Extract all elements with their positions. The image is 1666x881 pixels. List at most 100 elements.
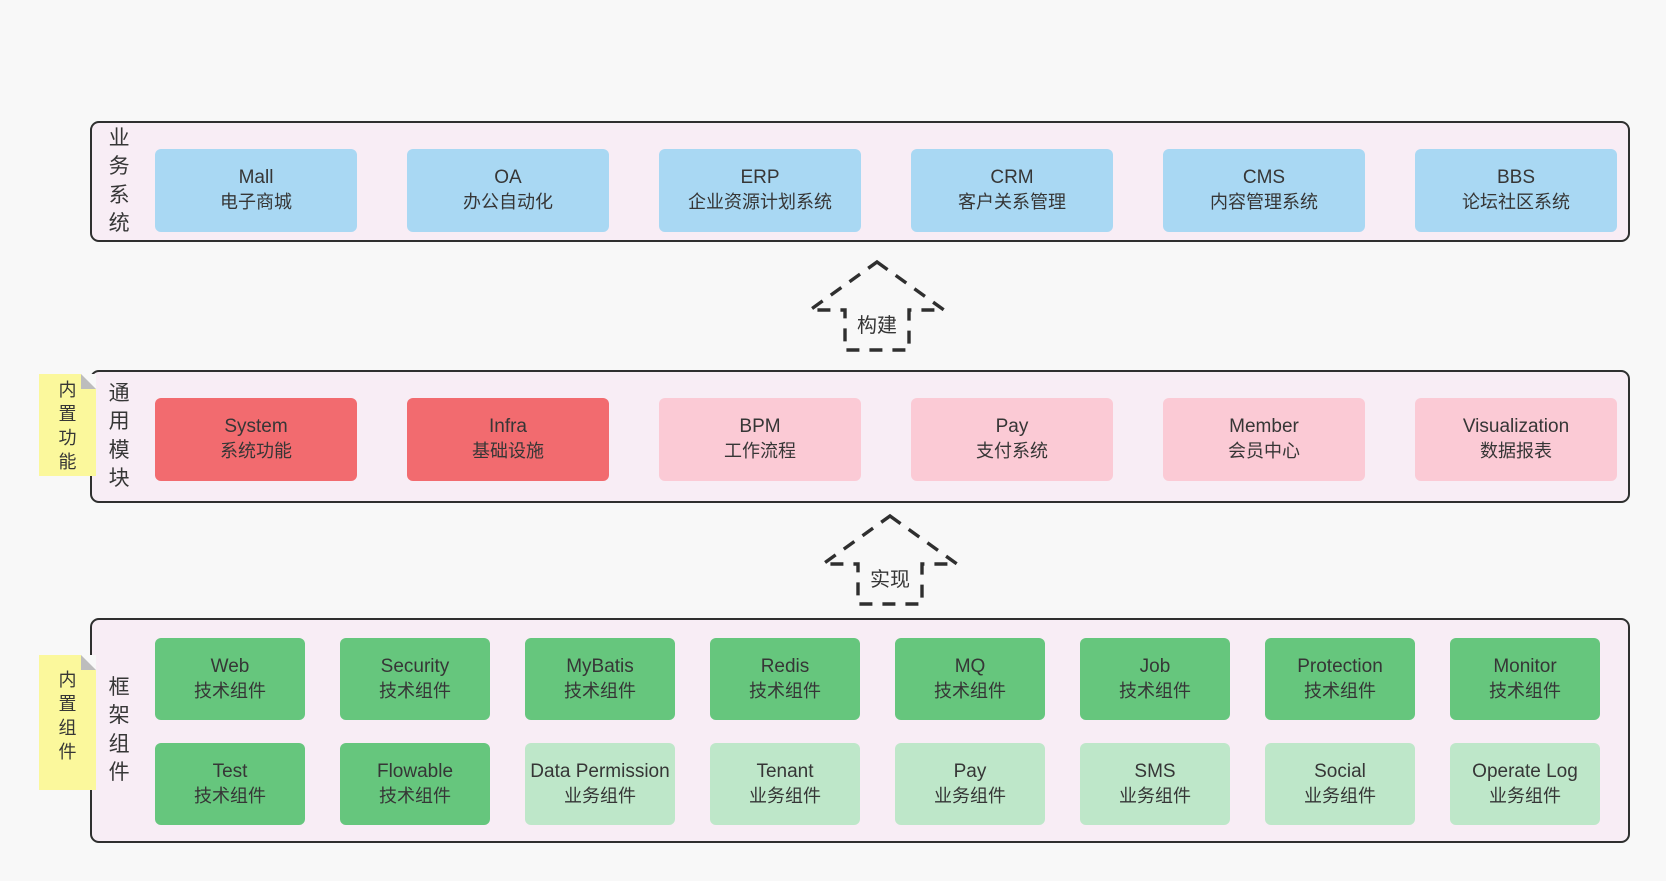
box-subtitle: 数据报表 xyxy=(1480,441,1552,462)
box-title: Member xyxy=(1229,416,1299,438)
up-arrow-icon xyxy=(817,513,963,606)
box-flowable: Flowable 技术组件 xyxy=(340,743,490,825)
box-title: Redis xyxy=(760,655,810,677)
layer-framework-components: 内置组件 框架组件 Web 技术组件 Security 技术组件 MyBatis… xyxy=(39,618,1630,843)
box-bbs: BBS 论坛社区系统 xyxy=(1415,149,1617,232)
box-title: MQ xyxy=(954,655,986,677)
box-security: Security 技术组件 xyxy=(340,638,490,720)
box-sms: SMS 业务组件 xyxy=(1080,743,1230,825)
box-member: Member 会员中心 xyxy=(1163,398,1365,481)
business-systems-box-row: Mall 电子商城 OA 办公自动化 ERP 企业资源计划系统 CRM 客户关系… xyxy=(155,149,1617,232)
box-redis: Redis 技术组件 xyxy=(710,638,860,720)
box-title: MyBatis xyxy=(566,655,634,677)
box-subtitle: 技术组件 xyxy=(379,785,451,806)
box-subtitle: 业务组件 xyxy=(749,785,821,806)
layer-label-framework-components: 框架组件 xyxy=(108,675,130,785)
box-title: Test xyxy=(212,760,248,782)
box-title: Operate Log xyxy=(1472,760,1578,782)
box-title: Protection xyxy=(1297,655,1383,677)
box-system: System 系统功能 xyxy=(155,398,357,481)
box-title: CRM xyxy=(990,167,1034,189)
box-subtitle: 业务组件 xyxy=(934,785,1006,806)
box-title: Tenant xyxy=(756,760,814,782)
box-oa: OA 办公自动化 xyxy=(407,149,609,232)
box-subtitle: 技术组件 xyxy=(1119,680,1191,701)
box-web: Web 技术组件 xyxy=(155,638,305,720)
box-mall: Mall 电子商城 xyxy=(155,149,357,232)
box-mybatis: MyBatis 技术组件 xyxy=(525,638,675,720)
box-subtitle: 支付系统 xyxy=(976,441,1048,462)
build-arrow: 构建 xyxy=(802,258,952,354)
sticky-note-builtin-components: 内置组件 xyxy=(39,655,96,790)
box-tenant: Tenant 业务组件 xyxy=(710,743,860,825)
box-infra: Infra 基础设施 xyxy=(407,398,609,481)
common-modules-box-row: System 系统功能 Infra 基础设施 BPM 工作流程 Pay 支付系统… xyxy=(155,398,1617,481)
box-title: Security xyxy=(380,655,450,677)
box-subtitle: 基础设施 xyxy=(472,441,544,462)
implement-arrow-label: 实现 xyxy=(867,563,913,592)
box-title: Web xyxy=(210,655,250,677)
box-subtitle: 论坛社区系统 xyxy=(1462,192,1570,213)
box-subtitle: 业务组件 xyxy=(1489,785,1561,806)
box-subtitle: 技术组件 xyxy=(934,680,1006,701)
box-title: Pay xyxy=(953,760,987,782)
box-title: Mall xyxy=(238,167,274,189)
box-subtitle: 技术组件 xyxy=(749,680,821,701)
box-visualization: Visualization 数据报表 xyxy=(1415,398,1617,481)
sticky-note-builtin-features: 内置功能 xyxy=(39,374,96,476)
box-subtitle: 技术组件 xyxy=(1489,680,1561,701)
box-pay: Pay 业务组件 xyxy=(895,743,1045,825)
box-title: BBS xyxy=(1496,167,1536,189)
box-subtitle: 客户关系管理 xyxy=(958,192,1066,213)
box-mq: MQ 技术组件 xyxy=(895,638,1045,720)
box-title: Data Permission xyxy=(530,760,670,782)
box-title: Job xyxy=(1139,655,1171,677)
sticky-note-text: 内置组件 xyxy=(58,670,77,762)
box-title: Monitor xyxy=(1493,655,1557,677)
box-subtitle: 技术组件 xyxy=(379,680,451,701)
layer-label-common-modules: 通用模块 xyxy=(108,381,130,491)
box-title: Social xyxy=(1314,760,1366,782)
box-subtitle: 业务组件 xyxy=(1304,785,1376,806)
box-title: Visualization xyxy=(1462,416,1570,438)
box-test: Test 技术组件 xyxy=(155,743,305,825)
box-title: CMS xyxy=(1242,167,1286,189)
box-subtitle: 系统功能 xyxy=(220,441,292,462)
biz-components-box-row: Test 技术组件 Flowable 技术组件 Data Permission … xyxy=(155,743,1600,825)
box-subtitle: 业务组件 xyxy=(1119,785,1191,806)
box-subtitle: 技术组件 xyxy=(194,680,266,701)
box-data-permission: Data Permission 业务组件 xyxy=(525,743,675,825)
box-subtitle: 业务组件 xyxy=(564,785,636,806)
box-operate-log: Operate Log 业务组件 xyxy=(1450,743,1600,825)
box-cms: CMS 内容管理系统 xyxy=(1163,149,1365,232)
box-erp: ERP 企业资源计划系统 xyxy=(659,149,861,232)
build-arrow-label: 构建 xyxy=(854,309,900,338)
layer-business-systems: 业务系统 Mall 电子商城 OA 办公自动化 ERP 企业资源计划系统 CRM… xyxy=(90,121,1630,242)
tech-components-box-row: Web 技术组件 Security 技术组件 MyBatis 技术组件 Redi… xyxy=(155,638,1600,720)
box-subtitle: 技术组件 xyxy=(564,680,636,701)
box-title: OA xyxy=(494,167,522,189)
up-arrow-icon xyxy=(804,259,950,352)
box-social: Social 业务组件 xyxy=(1265,743,1415,825)
box-subtitle: 会员中心 xyxy=(1228,441,1300,462)
box-subtitle: 企业资源计划系统 xyxy=(688,192,832,213)
box-subtitle: 电子商城 xyxy=(220,192,292,213)
implement-arrow: 实现 xyxy=(815,512,965,608)
box-title: SMS xyxy=(1134,760,1176,782)
box-pay: Pay 支付系统 xyxy=(911,398,1113,481)
box-subtitle: 技术组件 xyxy=(1304,680,1376,701)
box-subtitle: 技术组件 xyxy=(194,785,266,806)
box-protection: Protection 技术组件 xyxy=(1265,638,1415,720)
box-title: System xyxy=(224,416,288,438)
box-job: Job 技术组件 xyxy=(1080,638,1230,720)
box-monitor: Monitor 技术组件 xyxy=(1450,638,1600,720)
box-title: Pay xyxy=(995,416,1029,438)
box-title: Flowable xyxy=(376,760,454,782)
layer-label-business-systems: 业务系统 xyxy=(108,126,130,236)
sticky-note-text: 内置功能 xyxy=(58,380,77,472)
box-subtitle: 工作流程 xyxy=(724,441,796,462)
box-title: ERP xyxy=(740,167,780,189)
box-title: Infra xyxy=(488,416,528,438)
layer-common-modules: 内置功能 通用模块 System 系统功能 Infra 基础设施 BPM 工作流… xyxy=(39,370,1630,503)
